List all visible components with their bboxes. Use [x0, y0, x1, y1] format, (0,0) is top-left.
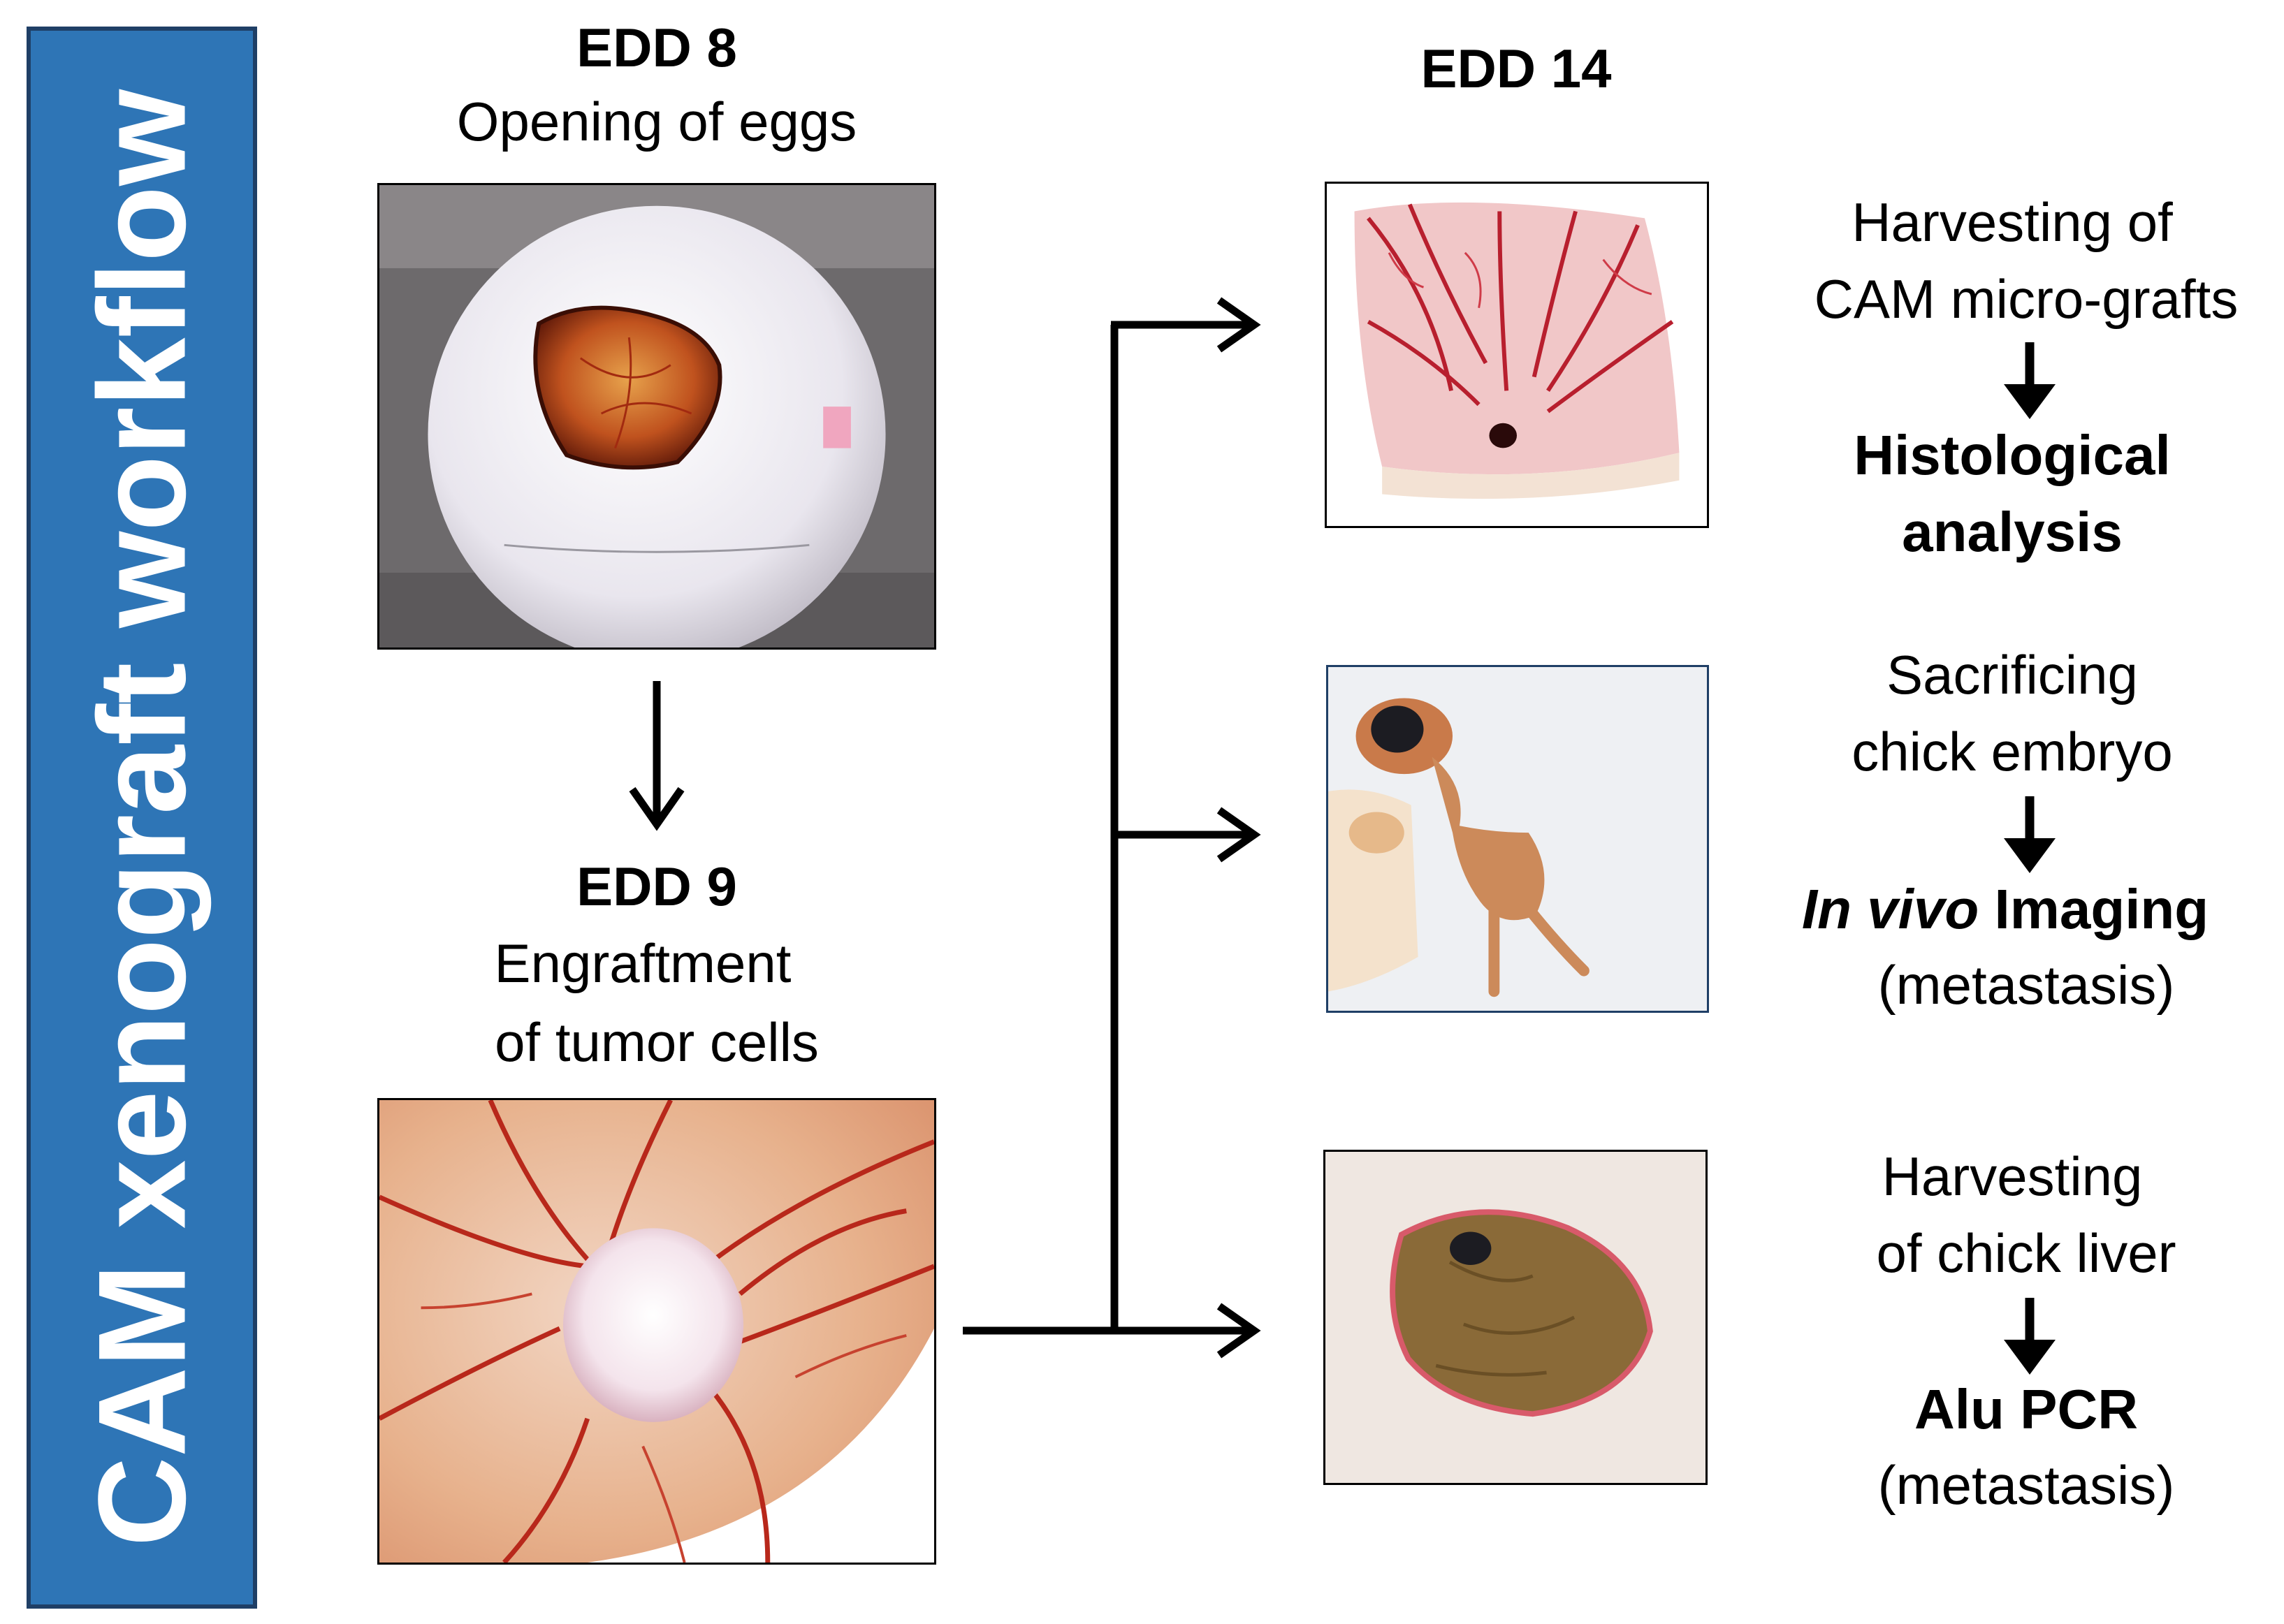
outcome3-line1: Harvesting — [1882, 1146, 2143, 1207]
outcome1-result2: analysis — [1902, 501, 2123, 563]
step1-day: EDD 8 — [576, 17, 737, 78]
graft-illustration — [379, 1100, 934, 1563]
outcome3-note: (metastasis) — [1877, 1454, 2175, 1516]
outcome1-result1: Histological — [1854, 424, 2171, 486]
outcome2-arrow-head — [2004, 838, 2056, 873]
chick-liver-photo — [1323, 1150, 1708, 1485]
step2-desc-line1: Engraftment — [494, 932, 792, 994]
outcome1-line1: Harvesting of — [1852, 191, 2173, 253]
step2-day: EDD 9 — [576, 856, 737, 917]
step1-desc: Opening of eggs — [456, 91, 857, 152]
outcome3-result: Alu PCR — [1914, 1378, 2138, 1440]
arrow-egg-to-graft-head — [629, 787, 685, 831]
outcome2-result: In vivo Imaging — [1691, 877, 2284, 942]
workflow-title: CAM xenograft workflow — [72, 89, 212, 1546]
cam-micrograft-photo — [1325, 182, 1709, 528]
cam-illustration — [1327, 184, 1707, 526]
liver-illustration — [1325, 1152, 1705, 1483]
outcome2-result-rest: Imaging — [1979, 878, 2209, 940]
egg-illustration — [379, 185, 934, 648]
branch-to-liver-head — [1216, 1303, 1261, 1359]
outcome3-line2: of chick liver — [1876, 1222, 2176, 1284]
outcome2-line1: Sacrificing — [1886, 644, 2138, 705]
outcome2-result-italic: In vivo — [1801, 878, 1979, 940]
step3-day: EDD 14 — [1420, 38, 1612, 99]
outcome1-arrow-head — [2004, 384, 2056, 419]
outcome1-line2: CAM micro-grafts — [1814, 268, 2239, 330]
chick-embryo-photo — [1326, 665, 1709, 1013]
side-banner: CAM xenograft workflow — [27, 27, 257, 1609]
outcome2-line2: chick embryo — [1852, 721, 2173, 782]
outcome3-arrow-head — [2004, 1340, 2056, 1375]
branch-to-embryo-head — [1216, 807, 1261, 863]
opened-egg-photo — [377, 183, 936, 650]
outcome2-note: (metastasis) — [1877, 954, 2175, 1016]
step2-desc-line2: of tumor cells — [495, 1011, 819, 1073]
branch-to-cam-head — [1216, 297, 1261, 353]
embryo-illustration — [1328, 667, 1707, 1011]
tumor-graft-photo — [377, 1098, 936, 1565]
